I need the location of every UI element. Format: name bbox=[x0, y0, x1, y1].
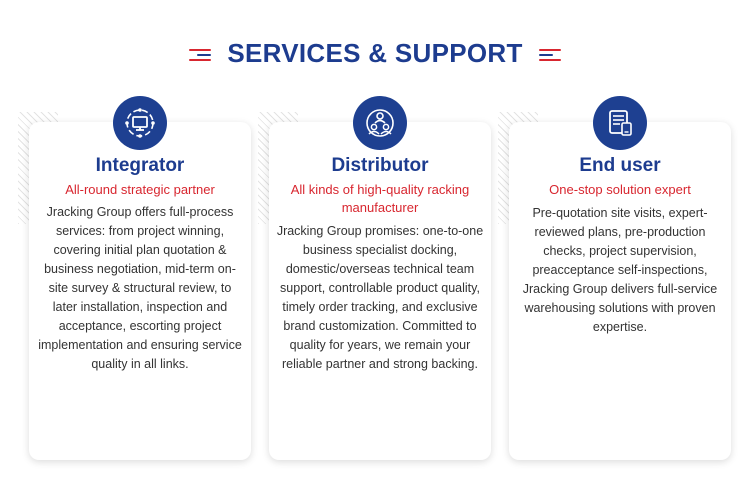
card-panel: Distributor All kinds of high-quality ra… bbox=[269, 96, 491, 460]
card-subtitle: All kinds of high-quality racking manufa… bbox=[290, 182, 470, 215]
monitor-network-icon bbox=[113, 96, 167, 150]
card-title: Distributor bbox=[331, 155, 429, 176]
card-end-user: End user One-stop solution expert Pre-qu… bbox=[498, 96, 735, 462]
title-decoration-left-icon bbox=[183, 45, 212, 63]
card-description: Pre-quotation site visits, expert-review… bbox=[522, 206, 718, 334]
card-panel: End user One-stop solution expert Pre-qu… bbox=[509, 96, 731, 460]
card-description: Jracking Group offers full-process servi… bbox=[38, 205, 242, 371]
document-device-icon bbox=[593, 96, 647, 150]
card-description: Jracking Group promises: one-to-one busi… bbox=[276, 224, 484, 371]
card-subtitle: All-round strategic partner bbox=[65, 182, 215, 197]
section-header: SERVICES & SUPPORT bbox=[0, 38, 750, 69]
people-network-icon bbox=[353, 96, 407, 150]
card-panel: Integrator All-round strategic partner J… bbox=[29, 96, 251, 460]
card-title: Integrator bbox=[95, 155, 185, 176]
card-distributor: Distributor All kinds of high-quality ra… bbox=[258, 96, 495, 462]
card-title: End user bbox=[579, 155, 661, 176]
card-subtitle: One-stop solution expert bbox=[549, 182, 691, 197]
title-decoration-right-icon bbox=[538, 45, 567, 63]
card-integrator: Integrator All-round strategic partner J… bbox=[18, 96, 255, 462]
section-title: SERVICES & SUPPORT bbox=[227, 38, 523, 68]
